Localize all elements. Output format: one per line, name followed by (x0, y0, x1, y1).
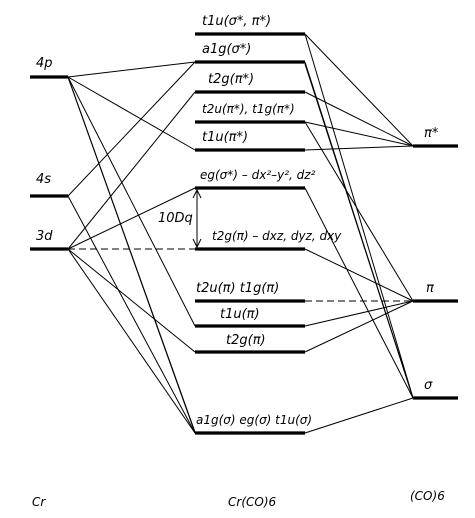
connector-t2g-pi-pi (304, 300, 414, 353)
label-4p: 4p (36, 56, 53, 71)
cr-co6-levels: t1u(σ*, π*) a1g(σ*) t2g(π*) t2u(π*), t1g… (195, 14, 342, 435)
connector-4p-t1u-pi (67, 76, 196, 327)
connector-a1g-sigma-b (304, 63, 414, 399)
connector-t2u-star-pi (304, 121, 414, 302)
ten-dq-label: 10Dq (158, 211, 193, 226)
label-t1u-sigma-pi-star: t1u(σ*, π*) (202, 14, 271, 29)
label-sigma: σ (424, 378, 433, 393)
label-t1u-pi: t1u(π) (220, 307, 260, 322)
ten-dq-gap: 10Dq (158, 188, 202, 249)
label-t2g-pi-nonbonding: t2g(π) – dxz, dyz, dxy (212, 229, 342, 243)
connector-t2g-nb-pi (304, 248, 414, 302)
connector-3d-eg-star (67, 187, 196, 250)
connector-3d-sigma (67, 248, 196, 434)
connector-sigma-bottom-sigma (304, 397, 414, 434)
connector-t1u-pi-pi (304, 300, 414, 327)
connector-4s-sigma (67, 195, 196, 434)
ten-dq-arrow-head-down (192, 238, 202, 249)
connector-t2g-star-pistar (304, 91, 414, 147)
label-t2g-pi: t2g(π) (226, 333, 266, 348)
label-t1u-pi-star: t1u(π*) (202, 130, 248, 145)
label-a1g-sigma-star: a1g(σ*) (202, 42, 251, 57)
column-label-co6: (CO)6 (410, 489, 445, 503)
label-3d: 3d (36, 229, 53, 244)
connector-4s-a1g (67, 61, 196, 197)
label-t2g-pi-star: t2g(π*) (208, 72, 254, 87)
connector-t1u-top-pistar (304, 33, 414, 147)
label-eg-sigma-star: eg(σ*) – dx²–y², dz² (200, 168, 316, 182)
label-pi-star: π* (424, 126, 439, 141)
connection-lines (67, 33, 414, 434)
connector-t1u-top-sigma (304, 33, 414, 399)
ten-dq-arrow-head-up (192, 188, 202, 199)
label-t2u-t1g-pi: t2u(π) t1g(π) (196, 281, 279, 296)
connector-t2u-star-pistar (304, 121, 414, 147)
column-labels: Cr Cr(CO)6 (CO)6 (32, 489, 445, 509)
connector-eg-star-sigma (304, 187, 414, 399)
connector-3d-t2g-star (67, 91, 196, 250)
column-label-cr: Cr (32, 495, 46, 509)
connector-4p-a1g (67, 61, 196, 78)
connector-3d-t2g-pi (67, 248, 196, 353)
label-t2u-t1g-pi-star: t2u(π*), t1g(π*) (202, 102, 295, 116)
label-sigma-bonding: a1g(σ) eg(σ) t1u(σ) (196, 413, 312, 427)
co-ligand-levels: π* π σ (413, 126, 458, 400)
label-pi: π (426, 281, 434, 296)
label-4s: 4s (36, 172, 51, 187)
connector-4p-t1u-star (67, 76, 196, 151)
cr-atomic-levels: 4p 4s 3d (30, 56, 68, 251)
connector-4p-sigma-b (67, 76, 196, 434)
connector-t1u-star-pistar (304, 145, 414, 151)
column-label-cr-co6: Cr(CO)6 (228, 495, 277, 509)
